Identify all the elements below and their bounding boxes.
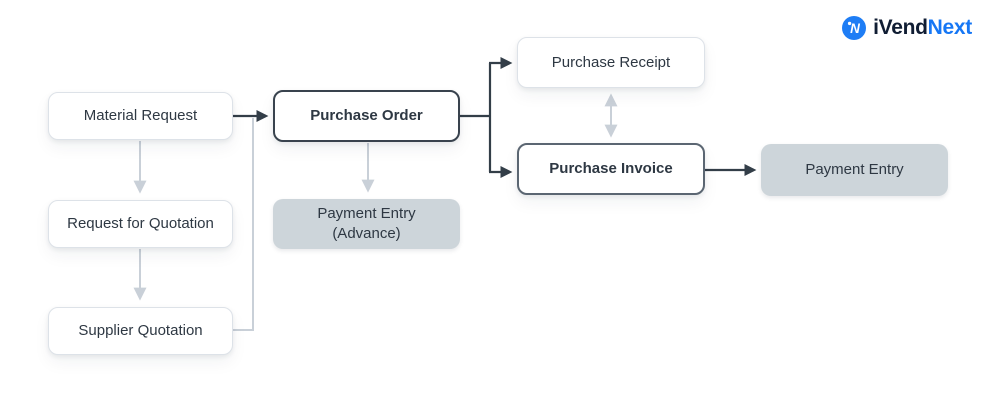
flow-node-label: Payment Entry bbox=[805, 161, 904, 178]
edge-purchase-order-branch bbox=[460, 63, 492, 172]
flow-node-label-line1: Payment Entry bbox=[317, 205, 416, 222]
flow-node-purchase-receipt: Purchase Receipt bbox=[517, 37, 705, 88]
logo-text-accent: Next bbox=[927, 16, 973, 39]
flow-node-supplier-quotation: Supplier Quotation bbox=[48, 307, 233, 355]
edge-supplier-quotation-to-purchase-order bbox=[233, 118, 254, 331]
flow-node-label: Material Request bbox=[83, 107, 198, 124]
flow-node-request-for-quotation: Request for Quotation bbox=[48, 200, 233, 248]
flow-node-payment-entry: Payment Entry bbox=[761, 144, 948, 196]
flow-node-material-request: Material Request bbox=[48, 92, 233, 140]
logo-text: iVendNext bbox=[873, 16, 972, 40]
flow-node-label: Purchase Invoice bbox=[549, 160, 673, 177]
flow-node-label: Purchase Receipt bbox=[551, 53, 671, 71]
logo-text-primary: iVend bbox=[873, 16, 928, 39]
flow-node-label-line2: (Advance) bbox=[332, 225, 401, 242]
flow-node-label: Request for Quotation bbox=[67, 215, 214, 232]
flow-node-purchase-invoice: Purchase Invoice bbox=[517, 143, 705, 195]
ivendnext-logo-icon: N bbox=[842, 16, 867, 40]
flow-node-label: Supplier Quotation bbox=[78, 322, 203, 339]
ivendnext-logo: N iVendNext bbox=[842, 16, 972, 40]
svg-text:N: N bbox=[850, 21, 860, 36]
flow-node-payment-entry-advance: Payment Entry (Advance) bbox=[273, 199, 460, 249]
flow-node-purchase-order: Purchase Order bbox=[273, 90, 460, 142]
flow-node-label: Purchase Order bbox=[310, 107, 423, 124]
